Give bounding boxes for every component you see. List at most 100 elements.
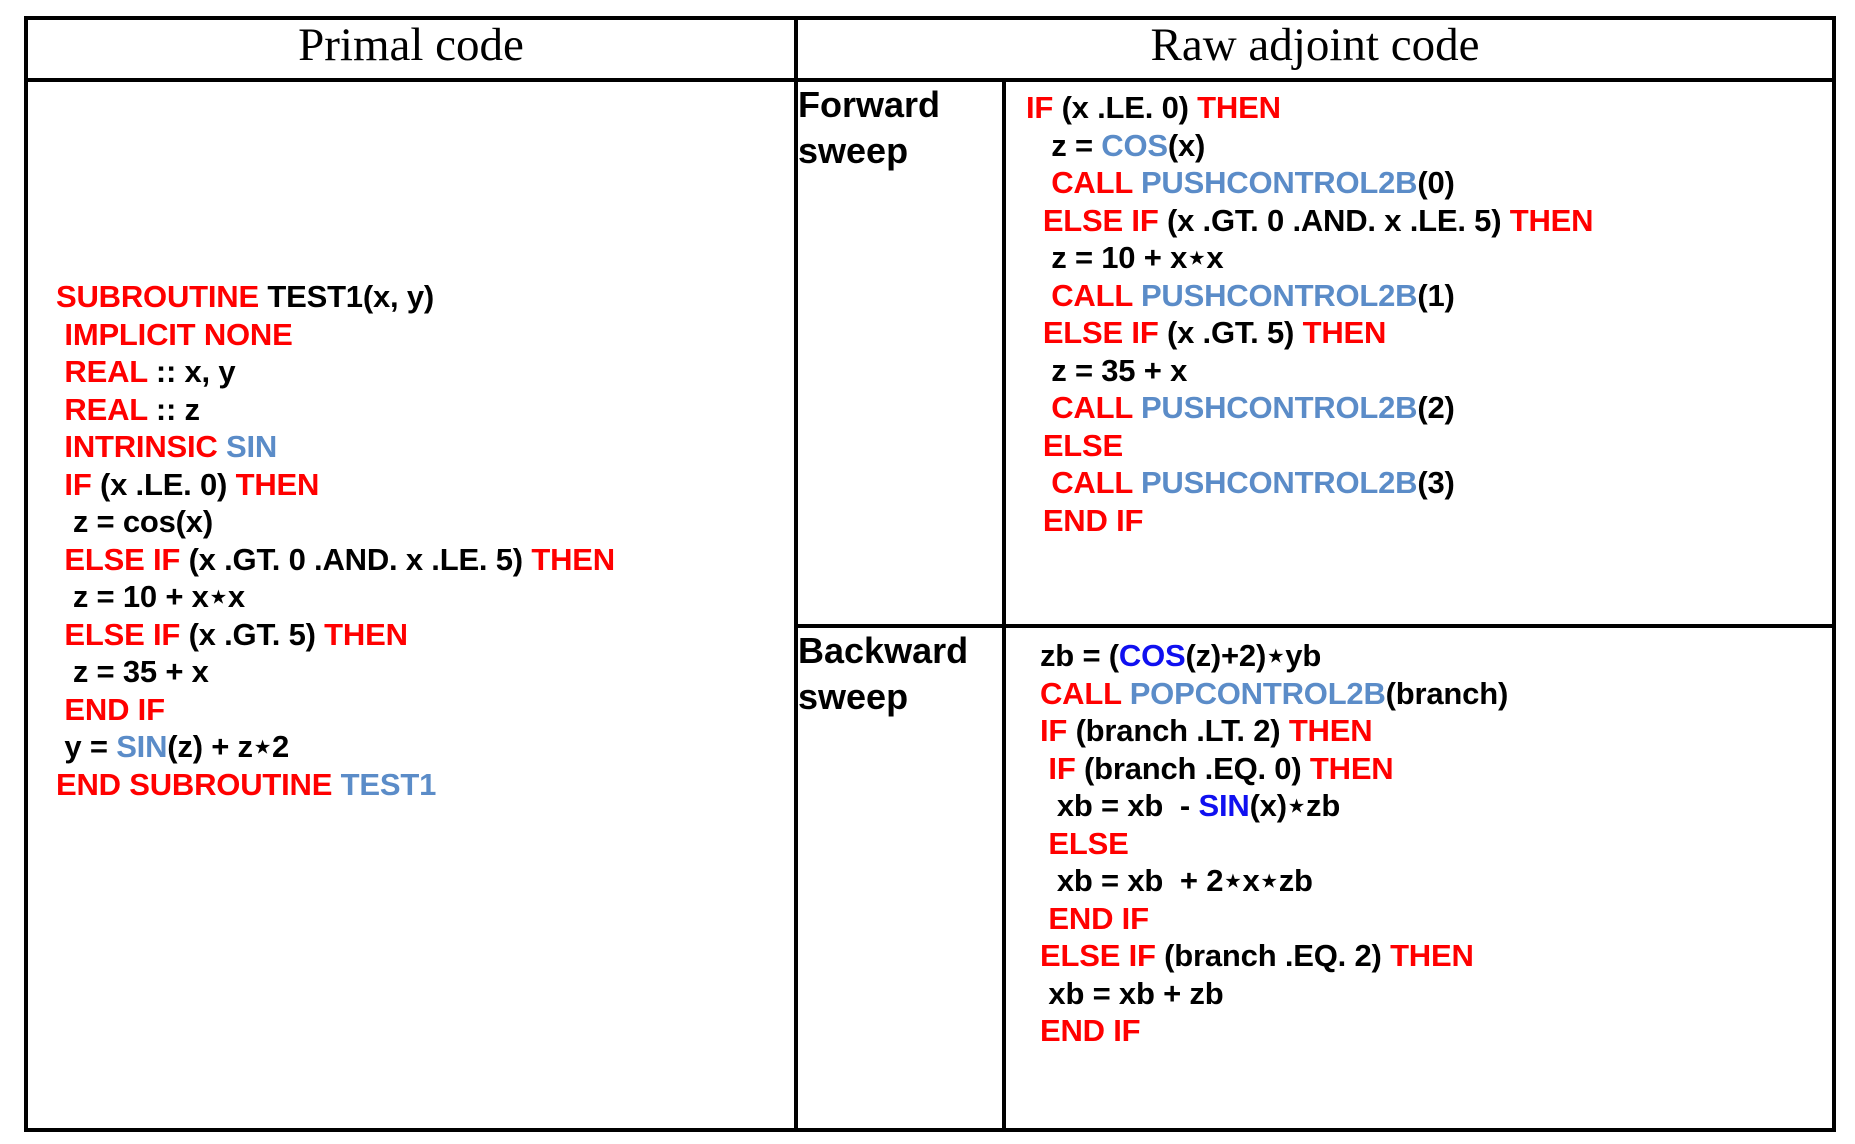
code-token-kw: INTRINSIC (56, 429, 227, 464)
code-token-kw: END SUBROUTINE (56, 766, 341, 802)
primal-code-line: ELSE IF (x .GT. 0 .AND. x .LE. 5) THEN (56, 541, 794, 579)
code-token-id: z = 35 + x (1026, 352, 1188, 388)
code-token-kw: CALL (1051, 277, 1141, 313)
primal-code-line: REAL :: z (56, 391, 794, 429)
primal-code-cell: SUBROUTINE TEST1(x, y) IMPLICIT NONE REA… (24, 78, 798, 1132)
code-token-fn2: COS (1118, 638, 1186, 674)
code-token-kw: REAL (56, 354, 156, 389)
code-token-id: (3) (1417, 465, 1455, 500)
code-token-kw: SUBROUTINE (56, 279, 268, 314)
code-token-fn: POPCONTROL2B (1129, 675, 1386, 711)
primal-code-line: REAL :: x, y (56, 353, 794, 391)
code-token-kw: THEN (324, 616, 408, 652)
code-token-id: (x .GT. 5) (1166, 315, 1303, 350)
backward-sweep-label-line2: sweep (798, 676, 909, 718)
forward-sweep-code-line: z = 35 + x (1026, 352, 1832, 390)
forward-sweep-code-line: ELSE IF (x .GT. 0 .AND. x .LE. 5) THEN (1026, 202, 1832, 240)
code-token-id: (branch .EQ. 0) (1083, 750, 1310, 786)
forward-sweep-code-line: CALL PUSHCONTROL2B(1) (1026, 277, 1832, 315)
code-token-kw: THEN (1302, 315, 1387, 350)
code-token-id: xb = xb + 2⋆x⋆zb (1040, 863, 1313, 899)
code-token-kw: ELSE IF (1040, 938, 1165, 974)
code-token-kw: ELSE IF (56, 541, 189, 577)
code-token-kw: THEN (1509, 202, 1594, 238)
code-token-kw: IF (1026, 90, 1062, 125)
primal-code-line: z = 35 + x (56, 653, 794, 691)
forward-sweep-label-line2: sweep (798, 130, 909, 172)
forward-sweep-code-line: IF (x .LE. 0) THEN (1026, 89, 1832, 127)
code-token-kw: THEN (235, 466, 320, 502)
primal-code-line: SUBROUTINE TEST1(x, y) (56, 278, 794, 316)
code-token-id: (z) + z⋆2 (167, 729, 290, 764)
code-token-kw: ELSE IF (1026, 202, 1167, 238)
backward-sweep-code-line: CALL POPCONTROL2B(branch) (1040, 675, 1832, 713)
code-token-kw: THEN (1288, 713, 1373, 749)
code-token-id: :: z (155, 391, 200, 427)
primal-code-line: z = cos(x) (56, 503, 794, 541)
primal-code-line: z = 10 + x⋆x (56, 578, 794, 616)
code-token-fn: COS (1101, 127, 1168, 163)
code-token-id: TEST1(x, y) (267, 279, 434, 314)
code-token-kw: IMPLICIT NONE (56, 316, 293, 352)
backward-sweep-code-line: IF (branch .EQ. 0) THEN (1040, 750, 1832, 788)
primal-code-line: END SUBROUTINE TEST1 (56, 766, 794, 804)
backward-sweep-code-line: END IF (1040, 1012, 1832, 1050)
code-token-kw: IF (1040, 750, 1084, 786)
row-label-backward-sweep: Backward sweep (794, 624, 1006, 1132)
forward-sweep-code-line: CALL PUSHCONTROL2B(2) (1026, 389, 1832, 427)
forward-sweep-code-block: IF (x .LE. 0) THEN z = COS(x) CALL PUSHC… (1006, 82, 1832, 539)
code-token-kw: CALL (1051, 465, 1141, 500)
code-token-id: z = (1026, 127, 1102, 163)
code-token-id: (x .GT. 0 .AND. x .LE. 5) (1166, 202, 1510, 238)
code-token-id: (1) (1417, 277, 1455, 313)
forward-sweep-code-line: END IF (1026, 502, 1832, 540)
forward-sweep-code-line: z = 10 + x⋆x (1026, 239, 1832, 277)
code-token-id: y = (56, 729, 117, 764)
code-token-kw: THEN (1309, 750, 1394, 786)
code-token-id: xb = xb + zb (1040, 975, 1224, 1011)
code-token-fn: PUSHCONTROL2B (1140, 390, 1418, 425)
code-token-kw: END IF (56, 691, 165, 727)
primal-code-line: IF (x .LE. 0) THEN (56, 466, 794, 504)
code-token-kw: THEN (1197, 90, 1281, 125)
code-token-kw: IF (1040, 713, 1076, 749)
forward-sweep-code-line: z = COS(x) (1026, 127, 1832, 165)
forward-sweep-code-line: ELSE (1026, 427, 1832, 465)
code-token-id: (x .GT. 0 .AND. x .LE. 5) (188, 541, 532, 577)
code-token-kw: ELSE IF (1026, 315, 1167, 350)
code-token-kw: CALL (1051, 165, 1141, 200)
code-token-fn: PUSHCONTROL2B (1140, 165, 1418, 200)
forward-sweep-code-cell: IF (x .LE. 0) THEN z = COS(x) CALL PUSHC… (1002, 77, 1836, 629)
primal-code-line: END IF (56, 691, 794, 729)
code-token-id: (x .LE. 0) (99, 466, 236, 502)
code-token-id: z = 35 + x (56, 654, 209, 689)
backward-sweep-code-line: END IF (1040, 900, 1832, 938)
code-token-id: (branch .EQ. 2) (1164, 938, 1391, 974)
primal-code-line: ELSE IF (x .GT. 5) THEN (56, 616, 794, 654)
forward-sweep-code-line: ELSE IF (x .GT. 5) THEN (1026, 314, 1832, 352)
backward-sweep-code-line: ELSE IF (branch .EQ. 2) THEN (1040, 937, 1832, 975)
code-token-id: (x)⋆zb (1249, 788, 1341, 824)
code-token-id: (2) (1417, 390, 1455, 425)
primal-code-line: IMPLICIT NONE (56, 316, 794, 354)
code-token-kw: ELSE (1026, 427, 1123, 463)
forward-sweep-label-line1: Forward (798, 84, 941, 125)
code-token-id: (x) (1167, 127, 1206, 163)
code-token-kw: CALL (1051, 390, 1141, 425)
backward-sweep-code-line: IF (branch .LT. 2) THEN (1040, 712, 1832, 750)
code-token-fn: PUSHCONTROL2B (1140, 465, 1418, 500)
forward-sweep-code-line: CALL PUSHCONTROL2B(0) (1026, 164, 1832, 202)
forward-sweep-code-line: CALL PUSHCONTROL2B(3) (1026, 464, 1832, 502)
code-token-id: :: x, y (155, 354, 236, 389)
code-token-kw: END IF (1040, 1013, 1141, 1049)
code-token-id (1026, 465, 1051, 500)
code-token-kw: REAL (56, 391, 156, 427)
table-row-forward-sweep: SUBROUTINE TEST1(x, y) IMPLICIT NONE REA… (24, 77, 1836, 1132)
backward-sweep-code-line: ELSE (1040, 825, 1832, 863)
code-token-id: z = 10 + x⋆x (1026, 240, 1224, 275)
code-token-kw: ELSE (1040, 825, 1129, 861)
primal-code-line: y = SIN(z) + z⋆2 (56, 728, 794, 766)
code-token-id: (z)+2)⋆yb (1185, 638, 1322, 674)
